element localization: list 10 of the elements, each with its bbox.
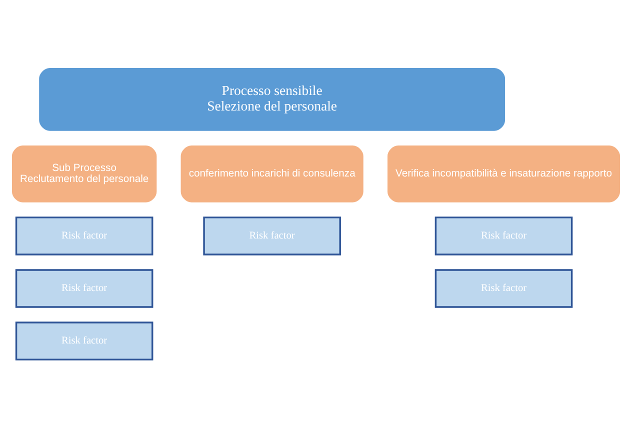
- node-box: Sub Processo Reclutamento del personale: [12, 146, 157, 202]
- node-box: Risk factor: [15, 322, 154, 360]
- node-box: Verifica incompatibilità e insaturazione rapporto: [387, 146, 620, 202]
- node-box: Risk factor: [203, 216, 341, 256]
- node-box: Risk factor: [434, 269, 573, 308]
- node-box: conferimento incarichi di consulenza: [180, 146, 364, 202]
- node-box: Risk factor: [434, 216, 573, 256]
- node-box: Risk factor: [15, 216, 154, 256]
- node-box: Risk factor: [15, 269, 154, 308]
- node-box: Processo sensibile Selezione del personale: [39, 68, 506, 131]
